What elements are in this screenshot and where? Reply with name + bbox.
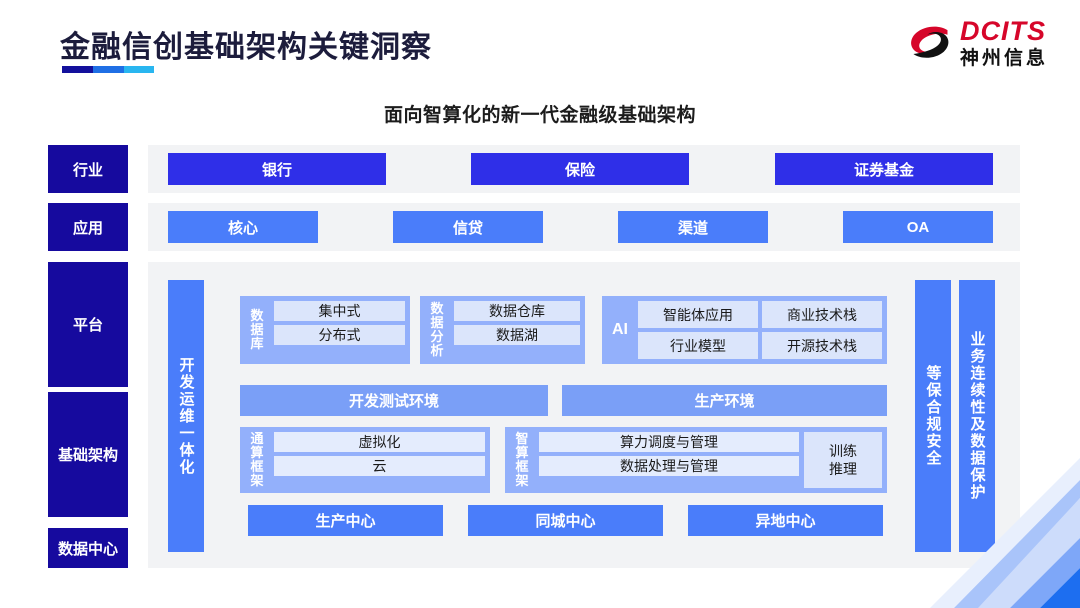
environment-box-prod[interactable]: 生产环境 (562, 385, 887, 416)
industry-box-2[interactable]: 保险 (471, 153, 689, 185)
devops-vertical-bar[interactable]: 开发运维一体化 (168, 280, 204, 552)
inference-label: 推理 (829, 461, 857, 477)
training-label: 训练 (829, 442, 857, 459)
compliance-vertical-bar[interactable]: 等保合规安全 (915, 280, 951, 552)
cell-database-1[interactable]: 集中式 (274, 301, 405, 321)
page-title: 金融信创基础架构关键洞察 (60, 31, 432, 64)
cell-ai-1[interactable]: 智能体应用 (638, 301, 758, 328)
cell-general-compute-2[interactable]: 云 (274, 456, 485, 476)
cell-database-2[interactable]: 分布式 (274, 325, 405, 345)
row-label-datacenter: 数据中心 (48, 528, 128, 568)
row-label-industry: 行业 (48, 145, 128, 193)
group-intelligent-compute[interactable]: 智算框架 算力调度与管理 数据处理与管理 训练 推理 (505, 427, 887, 493)
group-data-analysis[interactable]: 数据分析 数据仓库 数据湖 (420, 296, 585, 364)
group-label-general-compute: 通算框架 (250, 430, 264, 489)
industry-box-3[interactable]: 证券基金 (775, 153, 993, 185)
logo-text-cn: 神州信息 (959, 48, 1048, 69)
group-label-intelligent-compute: 智算框架 (515, 430, 529, 489)
group-ai[interactable]: AI 智能体应用 商业技术栈 行业模型 开源技术栈 (602, 296, 887, 364)
row-label-infrastructure: 基础架构 (48, 392, 128, 517)
environment-box-dev[interactable]: 开发测试环境 (240, 385, 548, 416)
dcits-logo: DCITS 神州信息 (907, 18, 1048, 68)
cell-general-compute-1[interactable]: 虚拟化 (274, 432, 485, 452)
group-label-database: 数据库 (250, 307, 264, 352)
application-box-3[interactable]: 渠道 (618, 211, 768, 243)
group-label-ai: AI (612, 321, 628, 338)
datacenter-box-3[interactable]: 异地中心 (688, 505, 883, 536)
title-accent-bar (62, 66, 154, 73)
group-database[interactable]: 数据库 集中式 分布式 (240, 296, 410, 364)
row-label-platform: 平台 (48, 262, 128, 387)
cell-ai-2[interactable]: 商业技术栈 (762, 301, 882, 328)
cell-intelligent-compute-2[interactable]: 数据处理与管理 (539, 456, 799, 476)
datacenter-box-2[interactable]: 同城中心 (468, 505, 663, 536)
cell-ai-4[interactable]: 开源技术栈 (762, 332, 882, 359)
group-label-data-analysis: 数据分析 (430, 300, 444, 359)
application-box-4[interactable]: OA (843, 211, 993, 243)
diagram-subtitle: 面向智算化的新一代金融级基础架构 (383, 105, 696, 126)
cell-data-analysis-2[interactable]: 数据湖 (454, 325, 580, 345)
cell-training-inference[interactable]: 训练 推理 (804, 432, 882, 488)
industry-box-1[interactable]: 银行 (168, 153, 386, 185)
cell-data-analysis-1[interactable]: 数据仓库 (454, 301, 580, 321)
cell-ai-3[interactable]: 行业模型 (638, 332, 758, 359)
logo-text-en: DCITS (959, 16, 1046, 46)
swirl-logo-icon (907, 20, 953, 66)
application-box-1[interactable]: 核心 (168, 211, 318, 243)
datacenter-box-1[interactable]: 生产中心 (248, 505, 443, 536)
row-label-application: 应用 (48, 203, 128, 251)
cell-intelligent-compute-1[interactable]: 算力调度与管理 (539, 432, 799, 452)
continuity-vertical-bar[interactable]: 业务连续性及数据保护 (959, 280, 995, 552)
group-general-compute[interactable]: 通算框架 虚拟化 云 (240, 427, 490, 493)
application-box-2[interactable]: 信贷 (393, 211, 543, 243)
